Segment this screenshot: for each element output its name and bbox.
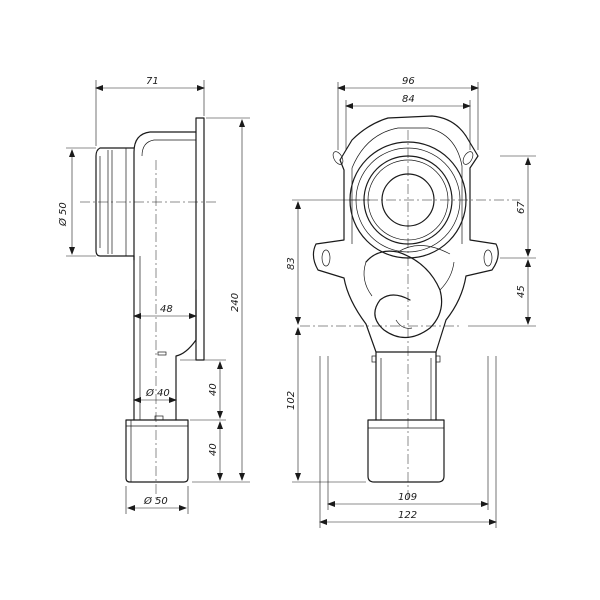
dim-upper-40: 40 — [208, 383, 219, 396]
dim-side-mid-width: 48 — [160, 304, 173, 315]
body-housing — [133, 131, 197, 261]
dim-right-lower: 45 — [516, 285, 527, 298]
side-view: 71 Ø 50 48 240 Ø 40 40 40 Ø 50 — [57, 76, 250, 514]
dim-left-upper: 83 — [286, 257, 297, 270]
outlet-sleeve — [125, 419, 189, 483]
inlet-socket — [95, 147, 135, 257]
dim-base-width: 109 — [398, 492, 417, 503]
dim-lower-40: 40 — [208, 443, 219, 456]
dim-inlet-diameter: Ø 50 — [57, 202, 69, 227]
dim-left-lower: 102 — [286, 391, 297, 410]
dim-total-width: 122 — [398, 510, 417, 521]
mounting-flange — [195, 117, 205, 361]
front-outlet-pipe — [375, 351, 437, 421]
front-housing — [312, 115, 499, 353]
dim-outlet-diameter: Ø 50 — [143, 495, 168, 507]
dim-inner-width: 84 — [402, 94, 415, 105]
dim-pipe-diameter: Ø 40 — [145, 387, 170, 399]
dim-total-height: 240 — [230, 293, 241, 312]
trap-swirl — [365, 250, 443, 339]
dim-side-top-width: 71 — [146, 76, 159, 87]
front-view: 96 84 67 45 83 102 109 122 — [286, 76, 536, 528]
dim-right-upper: 67 — [516, 201, 527, 214]
slot-mark — [157, 351, 167, 356]
front-outlet-sleeve — [367, 419, 445, 483]
dim-outer-width: 96 — [402, 76, 415, 87]
